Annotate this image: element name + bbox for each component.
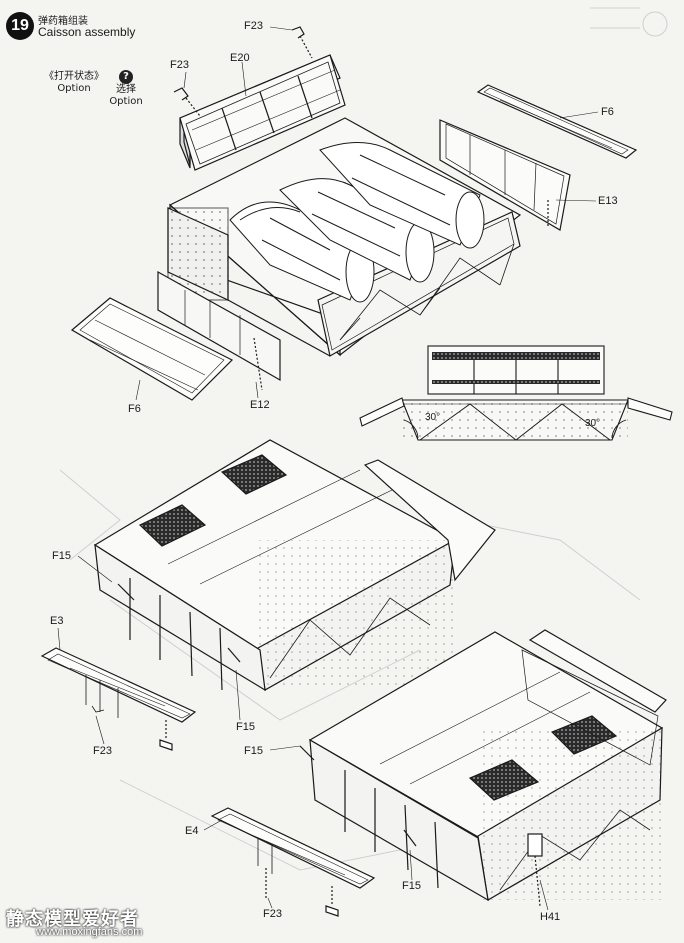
step-number-badge: 19 — [6, 12, 34, 40]
option-open-state-cn: 《打开状态》 — [44, 71, 104, 82]
angle-label-left: 30° — [425, 412, 441, 423]
callout-f23-mid: F23 — [93, 745, 112, 757]
question-icon: ? — [119, 70, 133, 84]
clip-f23-left — [173, 87, 201, 117]
side-view-detail — [359, 345, 673, 441]
plate-f6-right — [476, 84, 638, 159]
callout-f6-right: F6 — [601, 106, 614, 118]
callout-f15-low-top: F15 — [244, 745, 263, 757]
callout-f23-top: F23 — [244, 20, 263, 32]
shells-row-2 — [279, 178, 435, 283]
callout-f6-left: F6 — [128, 403, 141, 415]
callout-e20: E20 — [230, 52, 250, 64]
option-choice: ? 选择 Option — [104, 70, 148, 108]
clip-f23-top — [291, 26, 313, 59]
callout-h41: H41 — [540, 911, 561, 923]
callout-e12: E12 — [250, 399, 270, 411]
callout-e3: E3 — [50, 615, 64, 627]
flap-e12 — [157, 270, 281, 391]
step-title-english: Caisson assembly — [38, 25, 136, 39]
shells-row-3 — [319, 142, 485, 249]
angle-label-right: 30° — [585, 418, 601, 429]
plate-f6-left — [70, 297, 234, 401]
step-title-chinese: 弹药箱组装 — [38, 16, 88, 27]
middle-caisson — [40, 439, 496, 751]
callout-f23-left: F23 — [170, 59, 189, 71]
lid-e20 — [179, 54, 346, 171]
top-caisson — [70, 26, 638, 401]
bottom-caisson — [210, 629, 667, 917]
watermark-name: 静态模型爱好者 — [6, 909, 139, 930]
option-open-state: 《打开状态》 Option — [44, 71, 104, 95]
callout-e13: E13 — [598, 195, 618, 207]
option-open-state-en: Option — [57, 83, 91, 94]
callout-e4: E4 — [185, 825, 199, 837]
option-choice-en: Option — [109, 96, 143, 107]
callout-f15-low-bottom: F15 — [402, 880, 421, 892]
shells-row-1 — [229, 201, 375, 303]
watermark-url: www.moxingfans.com — [36, 926, 143, 938]
flap-e13 — [439, 119, 571, 231]
option-choice-cn: 选择 — [116, 84, 136, 95]
callout-f15-mid-top: F15 — [52, 550, 71, 562]
callout-f15-mid-bottom: F15 — [236, 721, 255, 733]
leader-lines — [57, 26, 599, 911]
site-watermark: 静态模型爱好者 www.moxingfans.com — [0, 903, 210, 943]
callout-f23-low: F23 — [263, 908, 282, 920]
